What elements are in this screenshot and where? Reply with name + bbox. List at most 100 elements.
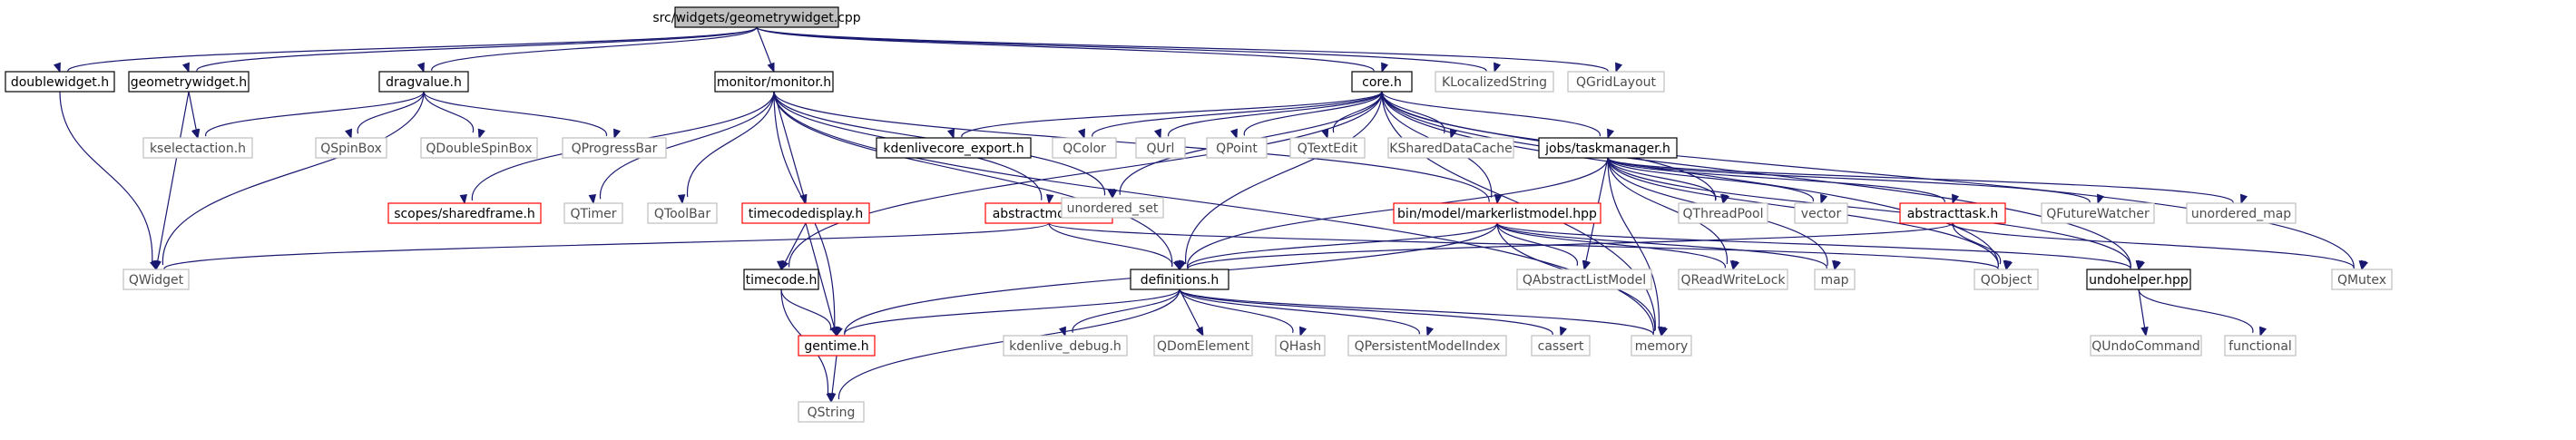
edge-line [1381, 91, 1999, 268]
edge-line [600, 91, 775, 200]
node-label: scopes/sharedframe.h [394, 207, 535, 221]
node-box [1678, 269, 1788, 290]
edge-arrowhead [2140, 326, 2149, 337]
node-box [798, 335, 876, 357]
node-box [2041, 202, 2155, 224]
node-box [1003, 335, 1128, 357]
node-label: cassert [1538, 339, 1584, 354]
node-gentime[interactable]: gentime.h [798, 335, 876, 357]
edge-arrowhead [1494, 194, 1503, 205]
node-qspinbox: QSpinBox [315, 137, 387, 159]
edge-line [687, 91, 775, 198]
node-dragvalue[interactable]: dragvalue.h [378, 71, 469, 93]
edge-monitor-to-qtimer [588, 91, 775, 205]
edge-line [756, 26, 1609, 73]
node-qtextedit: QTextEdit [1289, 137, 1366, 159]
edge-abstractmonitor-to-qwidget [150, 222, 1050, 271]
node-label: QFutureWatcher [2046, 207, 2150, 221]
edge-arrowhead [1820, 193, 1828, 205]
edge-root-to-core [756, 26, 1389, 73]
node-abstracttask[interactable]: abstracttask.h [1899, 202, 2006, 224]
edge-line [844, 288, 1180, 336]
edge-line [1952, 222, 2002, 265]
edge-line [1952, 222, 2355, 269]
node-definitions[interactable]: definitions.h [1130, 269, 1229, 290]
node-box [1794, 202, 1848, 224]
edge-arrowhead [780, 259, 789, 271]
edge-arrowhead [2360, 259, 2369, 271]
edge-line [2138, 288, 2146, 328]
edge-taskmanager-to-qreadwritelock [1607, 157, 1739, 271]
edge-line [756, 26, 1487, 72]
edge-line [1496, 222, 1578, 266]
node-label: undohelper.hpp [2089, 273, 2189, 288]
edge-line [1607, 157, 1814, 202]
node-sharedframe[interactable]: scopes/sharedframe.h [387, 202, 542, 224]
edge-root-to-dragvalue [416, 26, 758, 73]
node-box [387, 202, 542, 224]
node-doublewidget[interactable]: doublewidget.h [5, 71, 115, 93]
node-undohelper[interactable]: undohelper.hpp [2086, 269, 2191, 290]
edge-arrowhead [1381, 62, 1389, 73]
edge-arrowhead [2259, 326, 2267, 337]
edge-line [157, 91, 190, 262]
node-qdoublespinbox: QDoubleSpinBox [420, 137, 538, 159]
node-kdenlive_debug: kdenlive_debug.h [1003, 335, 1128, 357]
node-box [315, 137, 387, 159]
node-core[interactable]: core.h [1351, 71, 1413, 93]
edge-taskmanager-to-unordered_map [1607, 157, 2248, 205]
edge-undohelper-to-qundocommand [2138, 288, 2149, 337]
node-box [1351, 71, 1413, 93]
node-root[interactable]: src/widgets/geometrywidget.cpp [652, 6, 861, 28]
node-markerlistmodel[interactable]: bin/model/markerlistmodel.hpp [1393, 202, 1601, 224]
edge-line [773, 91, 1490, 202]
edge-arrowhead [1615, 62, 1623, 73]
edge-monitor-to-definitions [773, 91, 1184, 271]
node-timecode[interactable]: timecode.h [743, 269, 819, 290]
edge-line [1607, 157, 2091, 203]
node-qgridlayout: QGridLayout [1567, 71, 1665, 93]
node-label: QUndoCommand [2091, 339, 2200, 354]
node-timecodedisplay[interactable]: timecodedisplay.h [741, 202, 870, 224]
node-label: QPoint [1216, 142, 1258, 156]
node-qurl: QUrl [1135, 137, 1186, 159]
node-taskmanager[interactable]: jobs/taskmanager.h [1538, 137, 1678, 159]
edge-arrowhead [1952, 193, 1960, 205]
node-box [2186, 202, 2297, 224]
edge-arrowhead [416, 62, 425, 73]
node-label: QUrl [1147, 142, 1175, 156]
node-label: timecodedisplay.h [749, 207, 863, 221]
node-qabstractlistmodel: QAbstractListModel [1516, 269, 1652, 290]
node-box [2331, 269, 2393, 290]
node-kdenlivecore_export[interactable]: kdenlivecore_export.h [876, 137, 1032, 159]
edge-arrowhead [1559, 326, 1568, 337]
node-label: kselectaction.h [150, 142, 246, 156]
edge-arrowhead [1173, 259, 1181, 271]
node-box [1538, 137, 1678, 159]
edge-line [1048, 222, 1173, 268]
node-geometrywidget[interactable]: geometrywidget.h [128, 71, 250, 93]
edge-arrowhead [613, 128, 622, 140]
node-qfuturewatcher: QFutureWatcher [2041, 202, 2155, 224]
edge-dragvalue-to-qprogressbar [423, 91, 622, 140]
node-box [1275, 335, 1326, 357]
edge-abstractmonitor-to-definitions [1048, 222, 1187, 271]
node-box [1631, 335, 1692, 357]
node-monitor[interactable]: monitor/monitor.h [714, 71, 834, 93]
node-label: kdenlive_debug.h [1009, 339, 1121, 354]
node-qstring: QString [798, 401, 865, 423]
node-label: functional [2228, 339, 2292, 354]
edge-arrowhead [2097, 193, 2105, 205]
edge-taskmanager-to-abstracttask [1607, 157, 1960, 205]
edge-arrowhead [1426, 326, 1435, 337]
node-qcolor: QColor [1052, 137, 1117, 159]
edge-line [1179, 288, 1294, 333]
edge-core-to-qmutex [1381, 91, 2367, 271]
edge-line [773, 91, 805, 196]
edge-arrowhead [181, 62, 190, 73]
edge-line [1187, 222, 1954, 269]
edge-gentime-to-qstring [828, 355, 837, 404]
edge-root-to-geometrywidget [181, 26, 758, 73]
node-label: unordered_set [1067, 201, 1159, 216]
node-label: kdenlivecore_export.h [883, 142, 1024, 156]
